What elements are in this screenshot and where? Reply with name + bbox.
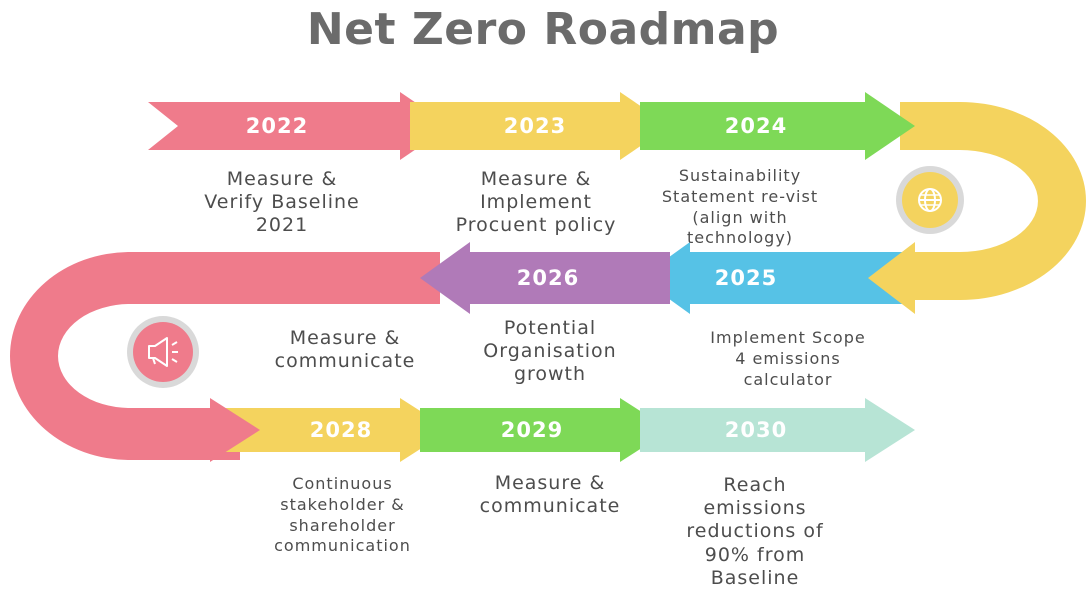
year-label-2022: 2022 [245, 114, 309, 138]
description-2029: Measure & communicate [479, 472, 621, 518]
description-2027: Measure & communicate [274, 327, 416, 373]
left-turn-band [10, 252, 440, 460]
megaphone-icon [127, 316, 199, 388]
arrow-head-left-turn [210, 398, 260, 462]
page-title: Net Zero Roadmap [306, 4, 780, 55]
year-label-2029: 2029 [500, 418, 564, 442]
year-label-2025: 2025 [714, 266, 778, 290]
arrow-2026 [420, 242, 670, 314]
description-2030: Reach emissions reductions of 90% from B… [686, 474, 824, 589]
year-label-2024: 2024 [724, 114, 788, 138]
year-label-2028: 2028 [309, 418, 373, 442]
year-label-2026: 2026 [516, 266, 580, 290]
arrow-2023 [410, 92, 670, 160]
arrow-2030 [640, 398, 915, 462]
year-label-2023: 2023 [503, 114, 567, 138]
description-2025: Implement Scope 4 emissions calculator [710, 328, 866, 389]
description-2024: Sustainability Statement re-vist (align … [661, 166, 819, 248]
year-label-2030: 2030 [724, 418, 788, 442]
right-turn-band [900, 102, 1086, 300]
arrow-2022 [148, 92, 450, 160]
arrow-2024 [640, 92, 915, 160]
description-2028: Continuous stakeholder & shareholder com… [274, 474, 411, 556]
arrow-2029 [420, 398, 670, 462]
description-2026: Potential Organisation growth [483, 317, 617, 386]
description-2023: Measure & Implement Procuent policy [455, 168, 617, 237]
arrow-head-right-turn [868, 242, 915, 314]
globe-icon [896, 166, 964, 234]
description-2022: Measure & Verify Baseline 2021 [204, 168, 360, 237]
arrow-2025 [640, 242, 905, 314]
arrow-2028 [225, 398, 450, 462]
